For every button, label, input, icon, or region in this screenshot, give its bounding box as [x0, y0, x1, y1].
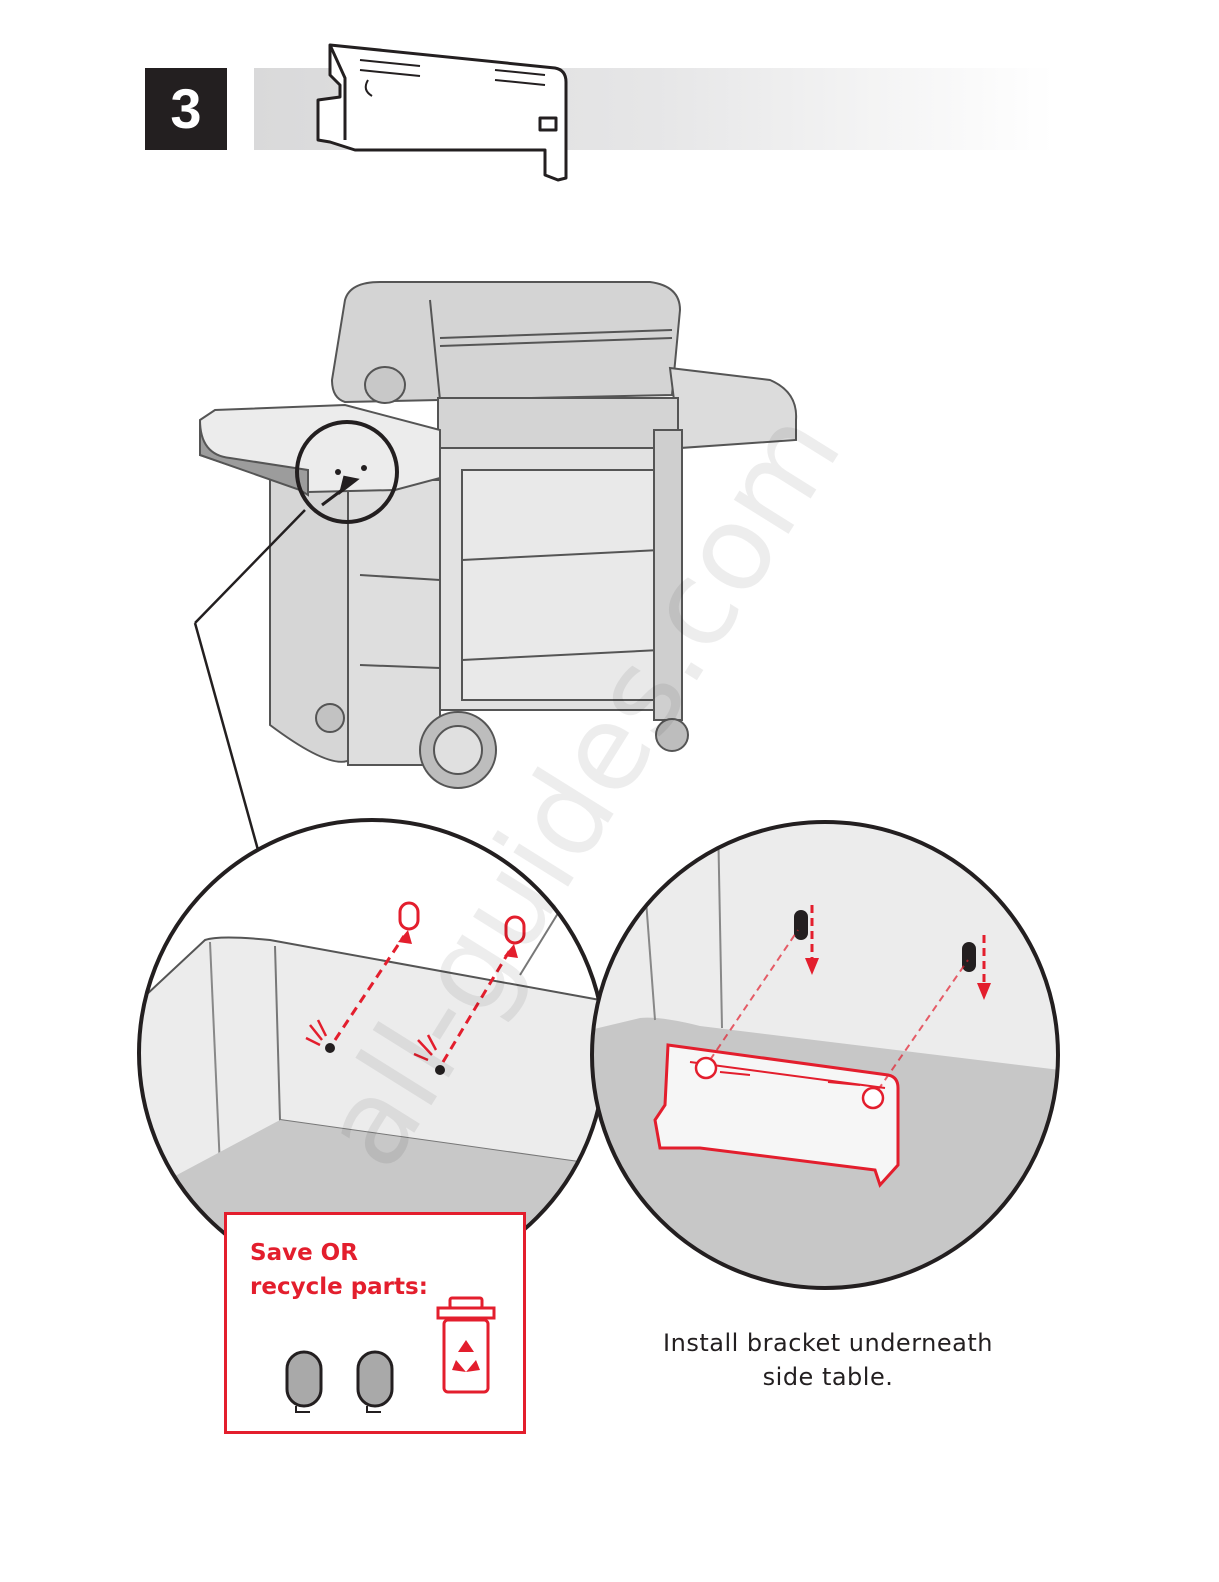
- recycle-title-line1: Save OR: [250, 1236, 428, 1270]
- caption-line1: Install bracket underneath: [628, 1326, 1028, 1360]
- bracket-part-icon: [318, 45, 566, 180]
- recycle-bin-icon: [438, 1298, 494, 1392]
- instruction-caption: Install bracket underneath side table.: [628, 1326, 1028, 1394]
- screw-cap-icon: [287, 1352, 321, 1412]
- caption-line2: side table.: [628, 1360, 1028, 1394]
- screw-cap-icon-2: [358, 1352, 392, 1412]
- recycle-parts-graphics: [270, 1290, 520, 1420]
- detail-circle-right: [590, 820, 1060, 1290]
